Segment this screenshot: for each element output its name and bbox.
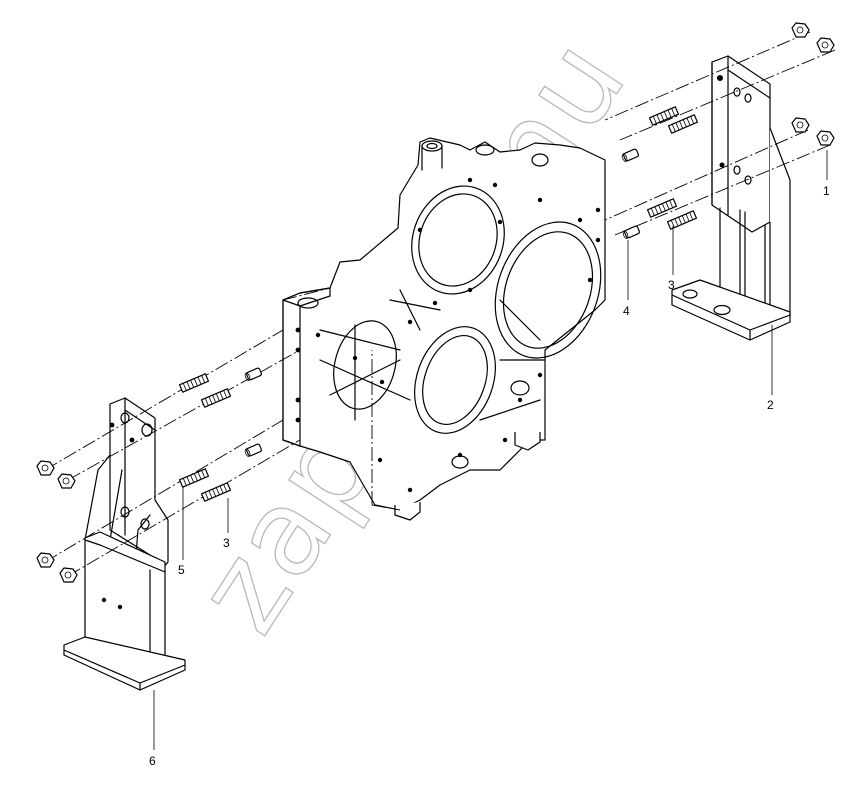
nut-icon bbox=[36, 552, 55, 568]
housing-dashed-outline bbox=[282, 160, 606, 511]
threaded-stud bbox=[646, 198, 678, 218]
nut-icon bbox=[816, 37, 835, 53]
callout-2: 2 bbox=[767, 398, 774, 412]
callout-3-left: 3 bbox=[223, 536, 230, 550]
housing-holes bbox=[295, 177, 601, 493]
threaded-stud bbox=[178, 468, 210, 488]
left-bracket bbox=[63, 397, 186, 691]
assembly-axis-lines bbox=[44, 31, 836, 577]
callout-5: 5 bbox=[178, 563, 185, 577]
nut-icon bbox=[791, 117, 810, 133]
dowel-pin bbox=[244, 367, 262, 381]
threaded-stud bbox=[200, 388, 232, 408]
nut-icon bbox=[816, 130, 835, 146]
hex-nuts bbox=[36, 22, 835, 583]
callout-4: 4 bbox=[623, 304, 630, 318]
callout-1: 1 bbox=[823, 184, 830, 198]
right-bracket bbox=[671, 55, 791, 341]
callout-3-right: 3 bbox=[668, 278, 675, 292]
dowel-pin bbox=[621, 148, 639, 162]
dowel-pins bbox=[244, 148, 640, 457]
threaded-stud bbox=[648, 106, 680, 126]
nut-icon bbox=[791, 22, 810, 38]
threaded-stud bbox=[200, 482, 232, 502]
nut-icon bbox=[57, 473, 76, 489]
threaded-stud bbox=[178, 373, 210, 393]
threaded-stud bbox=[667, 114, 699, 134]
threaded-stud bbox=[666, 210, 698, 230]
leader-lines bbox=[153, 150, 828, 750]
nut-icon bbox=[59, 567, 78, 583]
studs bbox=[178, 106, 699, 502]
dowel-pin bbox=[622, 225, 640, 239]
nut-icon bbox=[36, 460, 55, 476]
callout-labels: 1 2 3 4 3 5 6 bbox=[149, 184, 830, 768]
callout-6: 6 bbox=[149, 754, 156, 768]
dowel-pin bbox=[244, 443, 262, 457]
